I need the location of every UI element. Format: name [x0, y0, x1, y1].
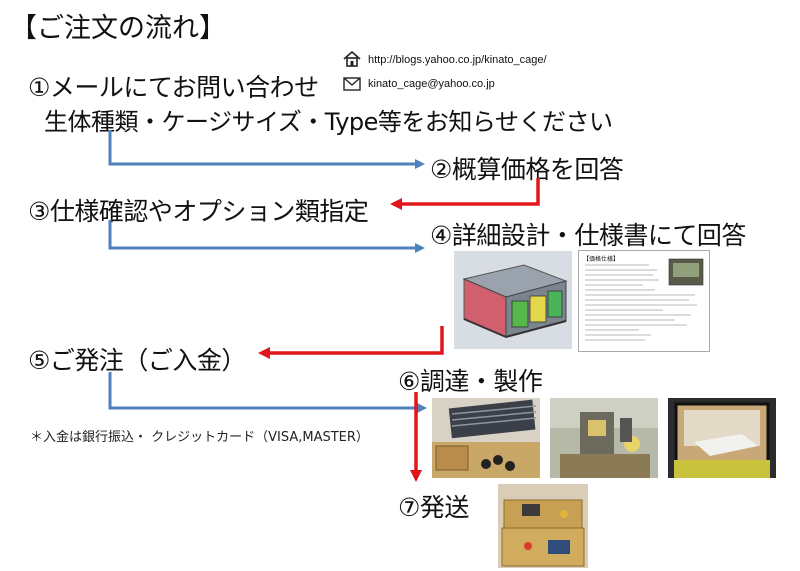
- arrow-4-to-5: [258, 326, 444, 359]
- page-title: 【ご注文の流れ】: [10, 13, 226, 44]
- arrow-2-to-3: [390, 178, 540, 210]
- mail-icon: [343, 76, 361, 95]
- spec-sheet-heading: 【価格仕様】: [583, 256, 620, 263]
- step-4-design-reply: ④詳細設計・仕様書にて回答: [430, 221, 746, 250]
- spec-sheet-document: 【価格仕様】: [578, 250, 710, 352]
- cad-cage-image: [454, 251, 572, 349]
- arrow-1-to-2: [108, 130, 425, 169]
- step-1-inquiry: ①メールにてお問い合わせ: [28, 73, 319, 102]
- step-1-details: 生体種類・ケージサイズ・Type等をお知らせください: [44, 108, 613, 136]
- step-7-shipping: ⑦発送: [398, 493, 469, 522]
- website-url[interactable]: http://blogs.yahoo.co.jp/kinato_cage/: [368, 54, 547, 66]
- production-photo-parts: [432, 398, 540, 478]
- step-3-spec-confirm: ③仕様確認やオプション類指定: [28, 197, 369, 226]
- step-5-order: ⑤ご発注（ご入金）: [28, 346, 246, 375]
- arrow-3-to-4: [108, 220, 425, 253]
- production-photo-cage: [668, 398, 776, 478]
- arrow-5-to-6: [108, 372, 427, 413]
- step-6-production: ⑥調達・製作: [398, 367, 543, 396]
- step-2-estimate: ②概算価格を回答: [430, 155, 624, 184]
- payment-note: ＊入金は銀行振込・ クレジットカード（VISA,MASTER）: [30, 430, 369, 445]
- shipping-photo-boxes: [498, 484, 588, 568]
- email-address[interactable]: kinato_cage@yahoo.co.jp: [368, 78, 495, 90]
- home-icon: [343, 50, 361, 71]
- production-photo-workshop: [550, 398, 658, 478]
